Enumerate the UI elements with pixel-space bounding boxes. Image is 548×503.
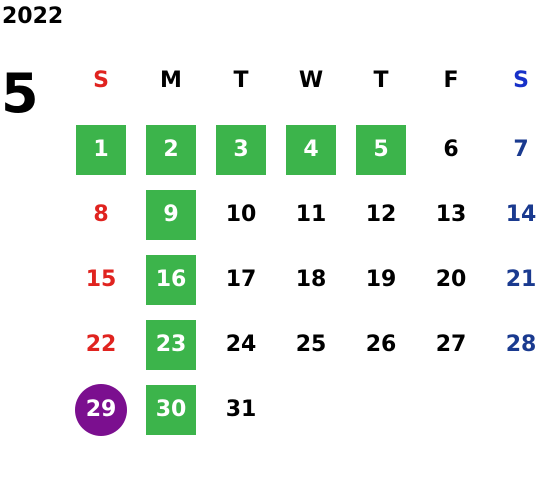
day-cell[interactable]: 28 xyxy=(505,332,537,357)
day-cell[interactable]: 18 xyxy=(295,267,327,292)
day-cell[interactable]: 11 xyxy=(295,202,327,227)
day-cell[interactable]: 21 xyxy=(505,267,537,292)
day-cell[interactable]: 1 xyxy=(76,125,126,175)
day-cell[interactable]: 24 xyxy=(225,332,257,357)
day-cell[interactable]: 22 xyxy=(85,332,117,357)
month-label: 5 xyxy=(1,62,39,125)
day-cell[interactable]: 12 xyxy=(365,202,397,227)
day-cell[interactable]: 7 xyxy=(513,137,529,162)
day-cell[interactable]: 3 xyxy=(216,125,266,175)
weekday-label: T xyxy=(233,67,249,93)
day-cell[interactable]: 5 xyxy=(356,125,406,175)
day-cell[interactable]: 15 xyxy=(85,267,117,292)
day-cell[interactable]: 6 xyxy=(443,137,459,162)
weekday-label: M xyxy=(160,67,182,93)
day-cell[interactable]: 14 xyxy=(505,202,537,227)
day-cell[interactable]: 20 xyxy=(435,267,467,292)
day-cell[interactable]: 10 xyxy=(225,202,257,227)
day-cell[interactable]: 30 xyxy=(146,385,196,435)
day-cell[interactable]: 8 xyxy=(93,202,109,227)
day-cell[interactable]: 26 xyxy=(365,332,397,357)
weekday-label: W xyxy=(298,67,324,93)
day-cell[interactable]: 17 xyxy=(225,267,257,292)
day-cell[interactable]: 9 xyxy=(146,190,196,240)
day-cell[interactable]: 31 xyxy=(225,397,257,422)
day-cell[interactable]: 19 xyxy=(365,267,397,292)
day-cell[interactable]: 2 xyxy=(146,125,196,175)
day-cell[interactable]: 4 xyxy=(286,125,336,175)
weekday-label: S xyxy=(93,67,109,93)
year-label: 2022 xyxy=(2,4,64,29)
weekday-label: S xyxy=(513,67,529,93)
weekday-label: F xyxy=(443,67,459,93)
day-cell[interactable]: 16 xyxy=(146,255,196,305)
day-cell[interactable]: 13 xyxy=(435,202,467,227)
day-cell[interactable]: 27 xyxy=(435,332,467,357)
day-cell[interactable]: 23 xyxy=(146,320,196,370)
day-cell[interactable]: 29 xyxy=(75,384,127,436)
weekday-label: T xyxy=(373,67,389,93)
day-cell[interactable]: 25 xyxy=(295,332,327,357)
